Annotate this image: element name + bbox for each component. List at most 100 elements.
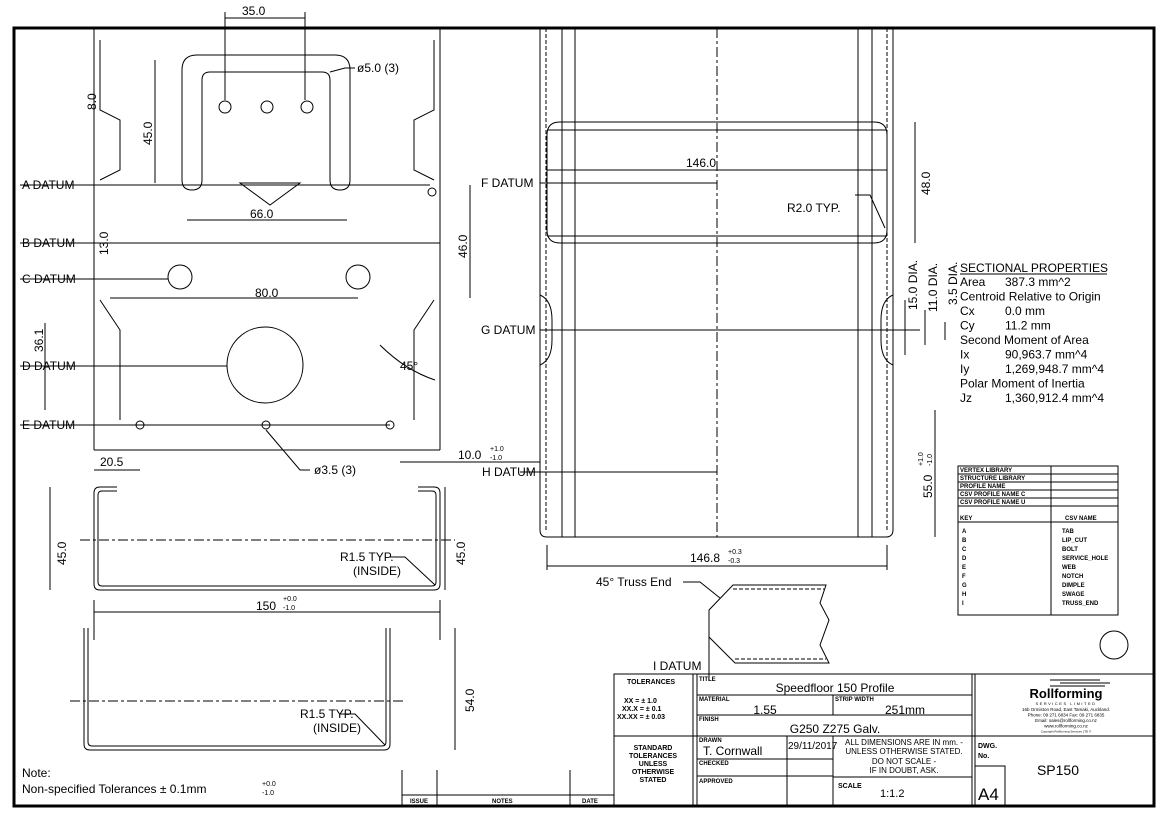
dia-15: 15.0 DIA. [906, 260, 920, 310]
tol-minus: -1.0 [262, 790, 274, 797]
sectional-properties-heading: SECTIONAL PROPERTIES [960, 261, 1108, 275]
notes-line: IF IN DOUBT, ASK. [870, 766, 939, 775]
strip-width-value: 251mm [885, 703, 925, 717]
note-text: Non-specified Tolerances ± 0.1mm [22, 782, 206, 796]
checked-label: CHECKED [699, 761, 729, 767]
tolerance-xx: XX = ± 1.0 [624, 698, 657, 705]
property-label: Cy [960, 319, 975, 333]
company-copyright: Copyright Rollforming Services LTD © [1041, 730, 1092, 734]
note-label: Note: [22, 766, 51, 780]
property-value: 387.3 mm^2 [1005, 275, 1071, 289]
service-hole [226, 326, 304, 404]
tol-plus: +0.3 [728, 549, 742, 556]
dim-8: 8.0 [85, 93, 99, 110]
csv-name-cell: TAB [1062, 529, 1075, 535]
dia-11: 11.0 DIA. [926, 263, 940, 312]
dim-35: 35.0 [242, 4, 266, 18]
drawn-by: T. Cornwall [703, 744, 762, 758]
dwg-label: DWG. [978, 743, 997, 750]
tol-plus: +0.0 [262, 781, 276, 788]
company-web: www.rollforming.co.nz [1044, 724, 1089, 729]
csv-name-cell: WEB [1062, 565, 1077, 571]
csv-header-row: CSV PROFILE NAME C [960, 492, 1026, 498]
side-view [520, 28, 946, 680]
company-address: 16b Ormiston Road, East Tamaki, Auckland… [1022, 707, 1110, 712]
tol-minus: -1.0 [927, 454, 934, 466]
dim-10: 10.0 [458, 448, 482, 462]
datum-e: E DATUM [22, 418, 75, 432]
tolerance-xxxx: XX.XX = ± 0.03 [617, 714, 665, 721]
property-label: Polar Moment of Inertia [960, 377, 1085, 391]
property-label: Iy [960, 362, 969, 376]
dim-20: 20.5 [100, 455, 124, 469]
property-label: Centroid Relative to Origin [960, 290, 1101, 304]
drawing-title: Speedfloor 150 Profile [776, 681, 895, 695]
section1-height-left: 45.0 [55, 541, 69, 565]
date-header: DATE [582, 799, 598, 805]
company-email: Email: sales@rollforming.co.nz [1035, 718, 1098, 723]
standard-line: STATED [640, 777, 667, 784]
key-cell: I [962, 601, 964, 607]
standard-line: UNLESS [639, 761, 668, 768]
property-value: 1,269,948.7 mm^4 [1005, 362, 1104, 376]
datum-b: B DATUM [22, 236, 75, 250]
standard-line: OTHERWISE [632, 769, 675, 776]
notes-line: ALL DIMENSIONS ARE IN mm. - [845, 738, 963, 747]
key-cell: A [962, 529, 967, 535]
hole-label-large: ø5.0 (3) [357, 61, 399, 75]
drawing-border [12, 26, 1156, 808]
datum-h: H DATUM [482, 465, 536, 479]
logo-swoosh-icon [1050, 679, 1110, 687]
key-cell: G [962, 583, 967, 589]
key-cell: D [962, 556, 967, 562]
notes-header: NOTES [492, 799, 513, 805]
csv-name-cell: DIMPLE [1062, 583, 1085, 589]
tolerances-label: TOLERANCES [627, 679, 675, 686]
section-view-2 [70, 628, 456, 751]
datum-a: A DATUM [22, 178, 74, 192]
key-cell: H [962, 592, 966, 598]
csv-header-row: CSV PROFILE NAME U [960, 500, 1025, 506]
property-label: Cx [960, 304, 975, 318]
material-label: MATERIAL [699, 697, 730, 703]
dim-46: 46.0 [456, 234, 470, 258]
revision-block [401, 770, 614, 806]
property-value: 1,360,912.4 mm^4 [1005, 391, 1104, 405]
standard-line: TOLERANCES [629, 753, 677, 760]
dwg-number: SP150 [1037, 762, 1079, 778]
approved-label: APPROVED [699, 779, 733, 785]
dim-146: 146.0 [686, 156, 716, 170]
sheet-size: A4 [978, 785, 999, 804]
angle-45: 45° [400, 359, 418, 373]
csv-name-cell: TRUSS_END [1062, 601, 1099, 607]
property-value: 0.0 mm [1005, 304, 1045, 318]
tol-minus: -1.0 [283, 605, 295, 612]
scale-value: 1:1.2 [880, 788, 904, 800]
dim-80: 80.0 [255, 286, 279, 300]
slot-outline [181, 54, 351, 191]
dim-48: 48.0 [919, 171, 933, 195]
dim-13: 13.0 [97, 231, 111, 255]
csv-header-row: PROFILE NAME [960, 484, 1005, 490]
datum-f: F DATUM [481, 176, 533, 190]
company-sub: SERVICES LIMITED [1035, 701, 1096, 706]
hole [260, 100, 274, 114]
section-view-1 [49, 486, 455, 640]
finish-value: G250 Z275 Galv. [790, 722, 881, 736]
csv-header-row: VERTEX LIBRARY [960, 468, 1012, 474]
dim-66: 66.0 [250, 207, 274, 221]
notes-line: UNLESS OTHERWISE STATED. [845, 747, 962, 756]
property-value: 90,963.7 mm^4 [1005, 348, 1088, 362]
scale-label: SCALE [838, 783, 862, 790]
hole-label-small: ø3.5 (3) [314, 463, 356, 477]
section2-radius-note: (INSIDE) [313, 721, 361, 735]
section1-width: 150 [256, 599, 276, 613]
section1-radius-note: (INSIDE) [353, 564, 401, 578]
company-logo: Rollforming SERVICES LIMITED 16b Ormisto… [1022, 679, 1110, 734]
bolt-hole [167, 264, 193, 290]
csv-name-cell: SERVICE_HOLE [1062, 556, 1108, 562]
standard-line: STANDARD [634, 745, 673, 752]
strip-width-label: STRIP WIDTH [835, 697, 874, 703]
dim-36: 36.1 [32, 328, 46, 352]
